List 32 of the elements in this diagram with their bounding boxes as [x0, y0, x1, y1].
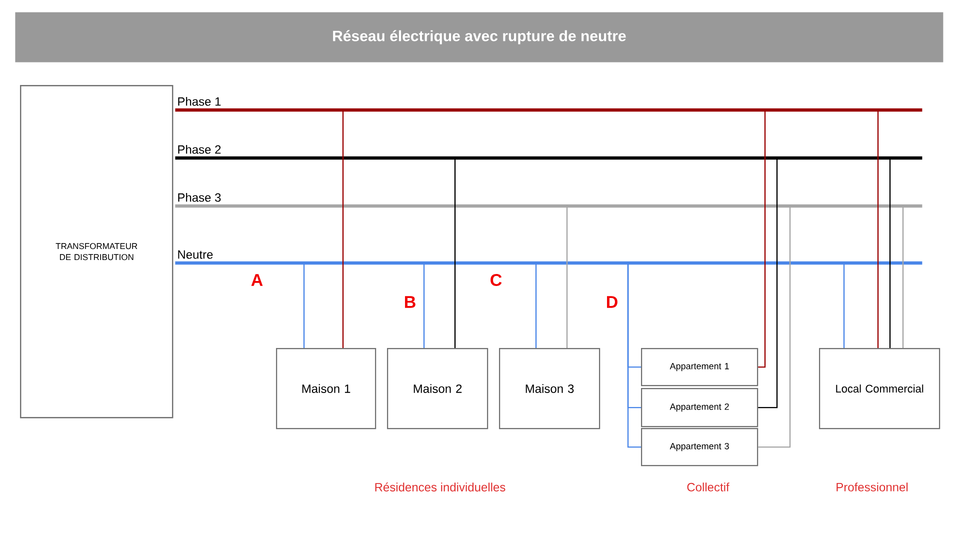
wire [454, 158, 456, 348]
bus-line: Phase 1 [175, 97, 922, 112]
wire [889, 158, 891, 348]
bus-line: Phase 3 [175, 193, 922, 208]
wire [758, 110, 766, 368]
bus-line: Neutre [175, 250, 922, 265]
building-box: Local Commercial [819, 348, 940, 430]
wire [423, 263, 425, 348]
wire [902, 206, 904, 348]
category-label: Collectif [687, 482, 730, 492]
wire [342, 110, 344, 348]
letter-marker: D [607, 296, 618, 308]
title-bar: Réseau électrique avec rupture de neutre [15, 12, 944, 62]
building-box: Maison 1 [276, 348, 376, 430]
category-label: Professionnel [836, 482, 908, 492]
wire [535, 263, 537, 348]
wire [303, 263, 305, 348]
wire [566, 206, 568, 348]
letter-marker: B [405, 296, 416, 308]
bus-line: Phase 2 [175, 145, 922, 160]
transformer-box: TRANSFORMATEUR DE DISTRIBUTION [20, 85, 174, 418]
apartment-box: Appartement 3 [641, 428, 758, 466]
apartment-box: Appartement 1 [641, 348, 758, 386]
building-box: Maison 3 [499, 348, 600, 430]
apartment-box: Appartement 2 [641, 388, 758, 428]
wire [843, 263, 845, 348]
wire [877, 110, 879, 348]
category-label: Résidences individuelles [375, 482, 506, 492]
wire [758, 158, 778, 408]
wire [627, 263, 641, 448]
wire [758, 206, 791, 448]
building-box: Maison 2 [387, 348, 488, 430]
